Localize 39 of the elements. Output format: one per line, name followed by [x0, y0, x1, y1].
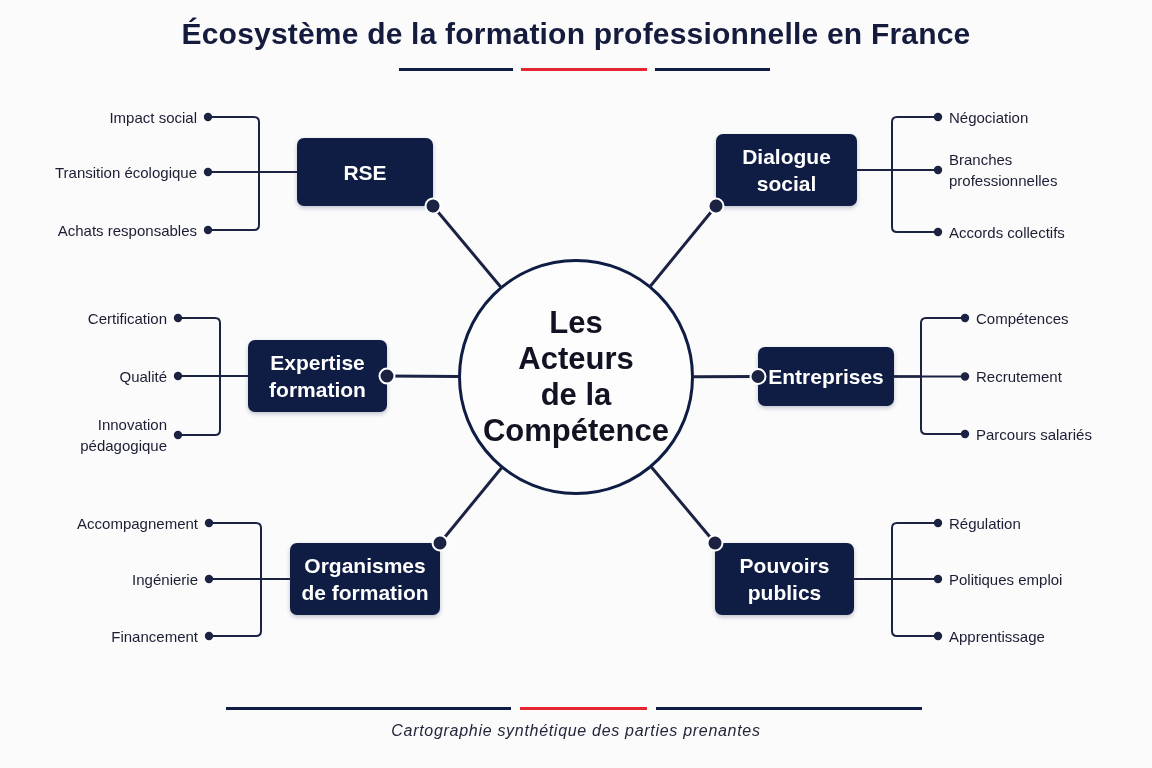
center-circle: Les Acteurs de la Compétence: [458, 259, 694, 495]
connector-line: [893, 375, 970, 439]
topic-label: Branches professionnelles: [938, 149, 1058, 191]
topic-label: Accompagnement: [77, 512, 209, 534]
topic-label: Régulation: [938, 512, 1021, 534]
topic-label: Recrutement: [965, 365, 1062, 387]
category-box: Expertise formation: [248, 340, 387, 412]
topic-label: Impact social: [109, 106, 208, 128]
category-box: Dialogue social: [716, 134, 857, 206]
connector-line: [378, 367, 460, 385]
topic-label: Parcours salariés: [965, 423, 1092, 445]
connector-line: [649, 197, 725, 288]
connector-line: [650, 465, 724, 552]
title: Écosystème de la formation professionnelle en France: [181, 16, 971, 52]
category-box: Organismes de formation: [290, 543, 440, 615]
topic-label: Innovation pédagogique: [80, 414, 178, 456]
caption: Cartographie synthétique des parties prenantes: [391, 721, 761, 741]
topic-label: Financement: [111, 625, 209, 647]
connector-line: [856, 169, 943, 237]
category-box: Pouvoirs publics: [715, 543, 854, 615]
connector-line: [692, 368, 767, 385]
topic-label: Achats responsables: [57, 219, 208, 241]
connector-line: [431, 466, 503, 552]
topic-label: Accords collectifs: [938, 221, 1065, 243]
connector-line: [203, 171, 298, 235]
connector-line: [424, 197, 502, 288]
category-box: Entreprises: [758, 347, 894, 406]
topic-label: Qualité: [119, 365, 178, 387]
topic-label: Transition écologique: [54, 161, 208, 183]
connector-line: [173, 375, 249, 440]
topic-label: Politiques emploi: [938, 568, 1063, 590]
topic-label: Compétences: [965, 307, 1069, 329]
connector-line: [853, 578, 943, 641]
connector-line: [204, 578, 291, 641]
category-box: RSE: [297, 138, 433, 206]
topic-label: Ingénierie: [132, 568, 209, 590]
topic-label: Apprentissage: [938, 625, 1045, 647]
topic-label: Négociation: [938, 106, 1029, 128]
topic-label: Certification: [87, 307, 178, 329]
